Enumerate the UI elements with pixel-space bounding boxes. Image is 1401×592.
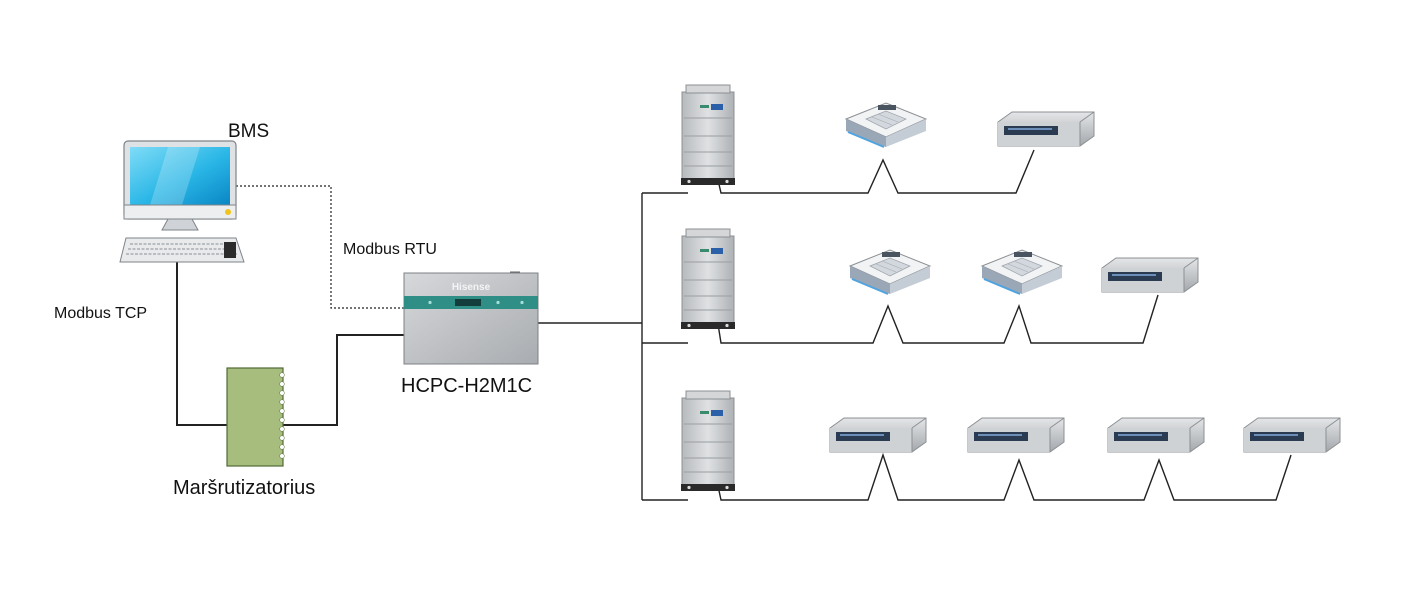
connection-lines xyxy=(176,149,1292,501)
outdoor-unit-icon xyxy=(680,228,736,330)
keyboard-icon xyxy=(119,237,245,263)
duct-unit-icon xyxy=(1101,257,1199,293)
gateway-label: HCPC-H2M1C xyxy=(401,375,532,397)
duct-unit-icon xyxy=(1243,417,1341,453)
system-2-wiring xyxy=(717,294,1159,344)
duct-unit-icon xyxy=(1107,417,1205,453)
system-1-wiring xyxy=(717,149,1035,194)
cassette-unit-icon xyxy=(981,249,1063,295)
duct-unit-icon xyxy=(967,417,1065,453)
bms-computer-icon xyxy=(119,140,245,263)
duct-unit-icon xyxy=(997,111,1095,147)
outdoor-unit-icon xyxy=(680,390,736,492)
modbus-tcp-label: Modbus TCP xyxy=(54,305,147,322)
router-label: Maršrutizatorius xyxy=(173,477,315,499)
duct-unit-icon xyxy=(829,417,927,453)
outdoor-unit-icon xyxy=(680,84,736,186)
router-icon xyxy=(226,367,285,467)
modbus-rtu-label: Modbus RTU xyxy=(343,241,437,258)
gateway-device-icon: Hisense xyxy=(403,271,539,365)
ac-system-2 xyxy=(680,228,1199,330)
bms-label: BMS xyxy=(228,121,269,142)
ac-system-3 xyxy=(680,390,1341,492)
cassette-unit-icon xyxy=(845,102,927,148)
gateway-brand-logo: Hisense xyxy=(452,282,491,293)
modbus-rtu-link xyxy=(236,185,406,309)
modbus-tcp-link xyxy=(176,262,228,426)
system-3-wiring xyxy=(717,452,1292,501)
router-gateway-link xyxy=(280,334,406,426)
cassette-unit-icon xyxy=(849,249,931,295)
